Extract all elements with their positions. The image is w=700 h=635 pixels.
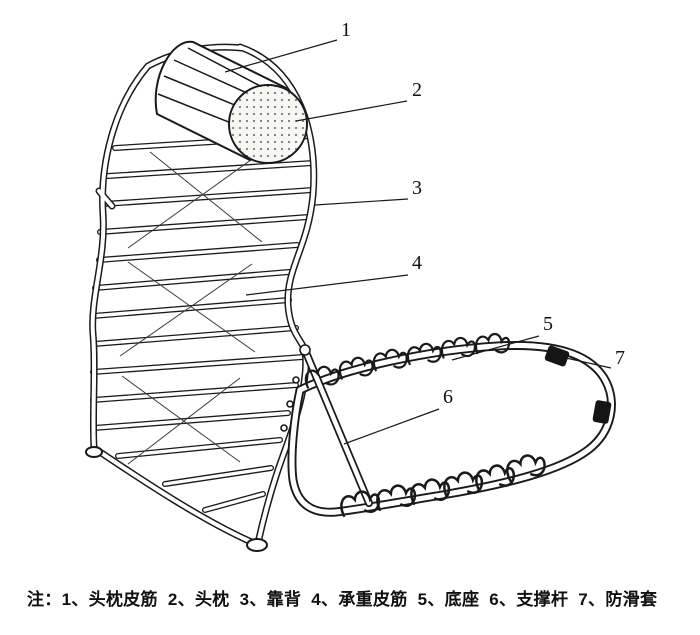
- left-foot-cap: [85, 446, 103, 458]
- leader-line-3: [314, 198, 409, 206]
- leader-line-2: [295, 100, 408, 122]
- leader-line-7: [565, 357, 612, 369]
- adjust-hole: [286, 400, 294, 408]
- headrest-strap-lines: [157, 47, 292, 145]
- callout-numbers: 1 2 3 4 5 6 7: [341, 19, 625, 408]
- callout-number-3: 3: [412, 177, 422, 199]
- callout-number-5: 5: [543, 313, 553, 335]
- callout-number-2: 2: [412, 79, 422, 101]
- anti-slip-sleeve-1: [544, 345, 570, 367]
- callout-number-7: 7: [615, 347, 625, 369]
- figure-caption: 注：1、头枕皮筋 2、头枕 3、靠背 4、承重皮筋 5、底座 6、支撑杆 7、防…: [27, 590, 658, 609]
- hinge-pivot: [299, 344, 311, 356]
- front-foot-cap: [246, 538, 268, 552]
- callout-number-6: 6: [443, 386, 453, 408]
- cross-laces: [119, 151, 263, 465]
- leader-lines: [224, 39, 612, 445]
- anti-slip-sleeve-2: [592, 400, 612, 424]
- leader-line-6: [343, 408, 440, 445]
- headrest: [154, 40, 308, 164]
- figure-canvas: 1 2 3 4 5 6 7: [85, 19, 625, 552]
- callout-number-1: 1: [341, 19, 351, 41]
- headrest-end-face: [228, 84, 308, 164]
- leader-line-5: [451, 335, 540, 361]
- callout-number-4: 4: [412, 252, 422, 274]
- leader-line-1: [224, 39, 338, 73]
- adjust-hole: [292, 376, 300, 384]
- adjust-hole: [280, 424, 288, 432]
- leader-line-4: [245, 274, 409, 296]
